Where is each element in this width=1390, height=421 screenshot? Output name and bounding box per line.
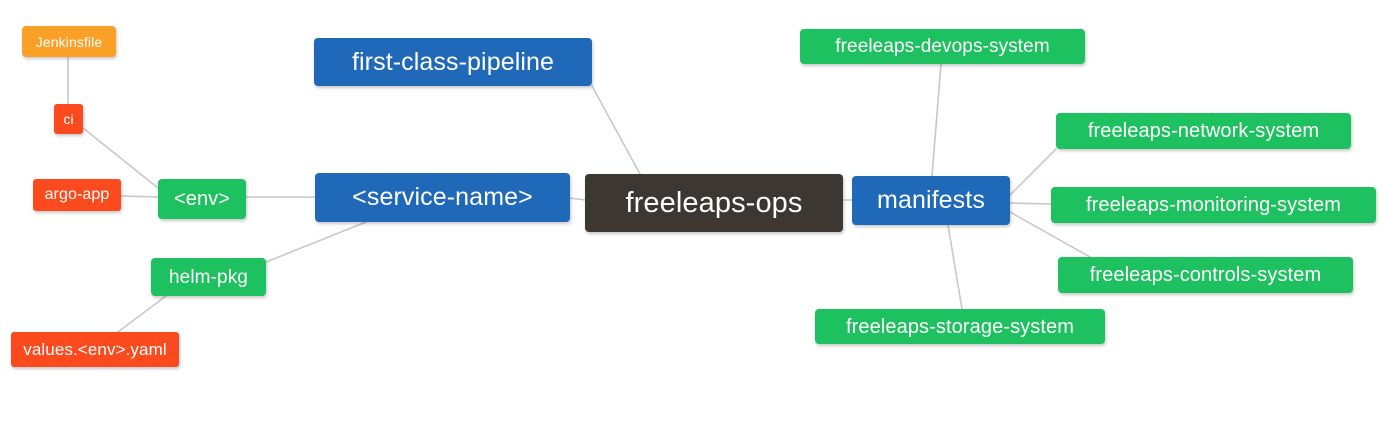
node-first-class-pipeline[interactable]: first-class-pipeline xyxy=(314,38,592,86)
node-label-jenkinsfile: Jenkinsfile xyxy=(35,33,103,50)
node-ci[interactable]: ci xyxy=(54,104,83,134)
node-argo-app[interactable]: argo-app xyxy=(33,179,121,211)
node-freeleaps-monitoring-system[interactable]: freeleaps-monitoring-system xyxy=(1051,187,1376,223)
node-label-freeleaps-devops-system: freeleaps-devops-system xyxy=(835,36,1050,57)
node-values-yaml[interactable]: values.<env>.yaml xyxy=(11,332,179,367)
edge-freeleaps-ops-to-first-class-pipeline xyxy=(591,85,641,175)
node-label-service-name: <service-name> xyxy=(352,183,533,211)
node-freeleaps-ops[interactable]: freeleaps-ops xyxy=(585,174,843,232)
node-label-freeleaps-ops: freeleaps-ops xyxy=(625,186,803,219)
node-label-freeleaps-network-system: freeleaps-network-system xyxy=(1087,120,1320,142)
edge-manifests-to-freeleaps-storage-system xyxy=(947,224,963,310)
node-label-manifests: manifests xyxy=(877,186,985,214)
node-freeleaps-devops-system[interactable]: freeleaps-devops-system xyxy=(800,29,1085,64)
node-label-freeleaps-monitoring-system: freeleaps-monitoring-system xyxy=(1085,194,1341,216)
edge-helm-pkg-to-values-yaml xyxy=(117,295,167,333)
edge-env-to-argo-app xyxy=(120,195,159,198)
edge-service-name-to-helm-pkg xyxy=(265,221,367,263)
edge-manifests-to-freeleaps-devops-system xyxy=(931,63,942,177)
node-helm-pkg[interactable]: helm-pkg xyxy=(151,258,266,296)
node-label-env: <env> xyxy=(173,188,231,210)
node-label-freeleaps-storage-system: freeleaps-storage-system xyxy=(845,315,1075,338)
node-label-freeleaps-controls-system: freeleaps-controls-system xyxy=(1089,264,1322,286)
node-freeleaps-controls-system[interactable]: freeleaps-controls-system xyxy=(1058,257,1353,293)
node-jenkinsfile[interactable]: Jenkinsfile xyxy=(22,26,116,57)
node-freeleaps-storage-system[interactable]: freeleaps-storage-system xyxy=(815,309,1105,344)
node-label-values-yaml: values.<env>.yaml xyxy=(23,340,167,359)
edge-manifests-to-freeleaps-network-system xyxy=(1009,148,1057,196)
node-label-ci: ci xyxy=(63,111,74,127)
node-label-argo-app: argo-app xyxy=(44,186,110,203)
edge-freeleaps-ops-to-service-name xyxy=(569,197,586,201)
node-env[interactable]: <env> xyxy=(158,179,246,219)
node-label-helm-pkg: helm-pkg xyxy=(169,266,248,288)
node-manifests[interactable]: manifests xyxy=(852,176,1010,225)
node-service-name[interactable]: <service-name> xyxy=(315,173,570,222)
node-freeleaps-network-system[interactable]: freeleaps-network-system xyxy=(1056,113,1351,149)
edge-manifests-to-freeleaps-monitoring-system xyxy=(1009,202,1052,205)
node-label-first-class-pipeline: first-class-pipeline xyxy=(351,47,555,76)
